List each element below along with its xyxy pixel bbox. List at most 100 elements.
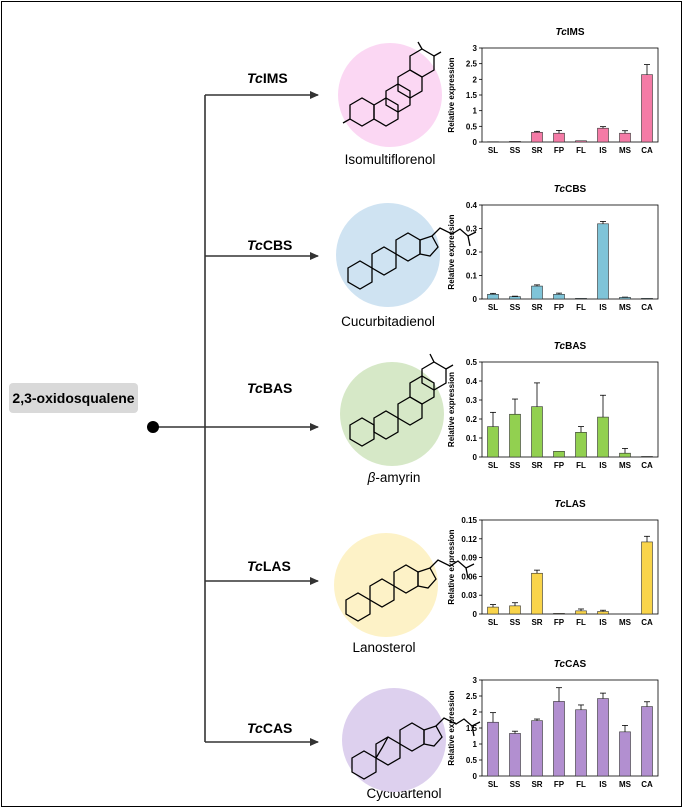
x-tick-label: SL [488,146,498,155]
y-tick-label: 0.3 [466,225,478,234]
product-label-cucurbitadienol: Cucurbitadienol [341,314,435,329]
x-tick-label: FL [576,618,586,627]
y-tick-label: 0.12 [461,535,477,544]
bar-fp [553,701,565,777]
y-tick-label: 0.03 [461,591,477,600]
bar-sl [487,293,499,300]
y-tick-label: 0.06 [461,572,477,581]
product-circle-ims [338,43,442,147]
x-tick-label: SS [510,146,521,155]
x-tick-label: FP [554,146,565,155]
y-tick-label: 0 [473,772,478,781]
x-tick-label: IS [599,146,607,155]
x-tick-label: CA [641,146,653,155]
x-tick-label: MS [619,461,632,470]
x-tick-label: IS [599,461,607,470]
bar-ss [509,605,521,615]
x-tick-label: CA [641,303,653,312]
structure-lanosterol [345,559,475,622]
y-tick-label: 0.5 [466,358,478,367]
x-tick-label: SS [510,461,521,470]
y-tick-label: 0.2 [466,248,478,257]
y-tick-label: 0.3 [466,396,478,405]
structure-beta-amyrin [349,353,454,447]
y-tick-label: 2.5 [466,692,478,701]
y-tick-label: 0 [473,295,478,304]
product-label-lanosterol: Lanosterol [352,640,416,655]
y-tick-label: 0.5 [466,122,478,131]
bar-is [597,416,609,458]
y-tick-label: 0.09 [461,554,477,563]
y-axis-label: Relative expression [447,372,456,447]
x-tick-label: SS [510,780,521,789]
x-tick-label: FL [576,303,586,312]
product-label-beta-amyrin: β-amyrin [367,470,421,485]
plot-frame [481,679,659,777]
x-tick-label: IS [599,618,607,627]
substrate-box: 2,3-oxidosqualene [9,383,138,413]
x-tick-label: SR [531,780,542,789]
bar-is [597,698,609,777]
y-tick-label: 0.1 [466,434,478,443]
bar-fl [575,610,587,615]
product-circle-las [334,533,438,637]
x-tick-label: SR [531,461,542,470]
bar-is [597,223,609,300]
plot-frame [481,47,659,143]
pathway-connectors [153,91,319,746]
chart-title: TcCAS [554,659,587,670]
chart-title: TcCBS [554,184,587,195]
x-tick-label: SR [531,146,542,155]
substrate-label: 2,3-oxidosqualene [12,390,135,406]
enzyme-label-bas: TcBAS [247,380,293,396]
x-tick-label: CA [641,780,653,789]
x-tick-label: IS [599,303,607,312]
y-tick-label: 0.4 [466,377,478,386]
bar-ca [641,74,653,143]
x-tick-label: IS [599,780,607,789]
x-tick-label: FL [576,780,586,789]
chart-title: TcIMS [555,27,584,38]
x-tick-label: SR [531,303,542,312]
x-tick-label: FP [554,618,565,627]
y-tick-label: 0.15 [461,516,477,525]
bar-ss [509,733,521,777]
y-tick-label: 0.2 [466,415,478,424]
y-tick-label: 1.5 [466,91,478,100]
bar-ss [509,413,521,458]
plot-frame [481,361,659,458]
enzyme-label-cbs: TcCBS [247,237,293,253]
x-tick-label: MS [619,618,632,627]
bar-ms [619,452,631,458]
bar-ca [641,541,653,615]
y-tick-label: 0.1 [466,272,478,281]
x-tick-label: SS [510,618,521,627]
bar-ms [619,132,631,143]
x-tick-label: MS [619,146,632,155]
y-tick-label: 3 [473,44,478,53]
chart-title: TcBAS [554,341,587,352]
y-tick-label: 2 [473,708,478,717]
x-tick-label: SL [488,303,498,312]
x-tick-label: SL [488,461,498,470]
bar-ms [619,731,631,777]
y-axis-label: Relative expression [447,690,456,765]
y-tick-label: 2.5 [466,60,478,69]
x-tick-label: SL [488,618,498,627]
x-tick-label: CA [641,618,653,627]
y-tick-label: 0 [473,138,478,147]
x-tick-label: SL [488,780,498,789]
bar-ms [619,297,631,300]
x-tick-label: MS [619,780,632,789]
x-tick-label: SS [510,303,521,312]
bar-sl [487,606,499,615]
x-tick-label: SR [531,618,542,627]
x-tick-label: FP [554,303,565,312]
enzyme-label-cas: TcCAS [247,720,293,736]
y-tick-label: 3 [473,676,478,685]
